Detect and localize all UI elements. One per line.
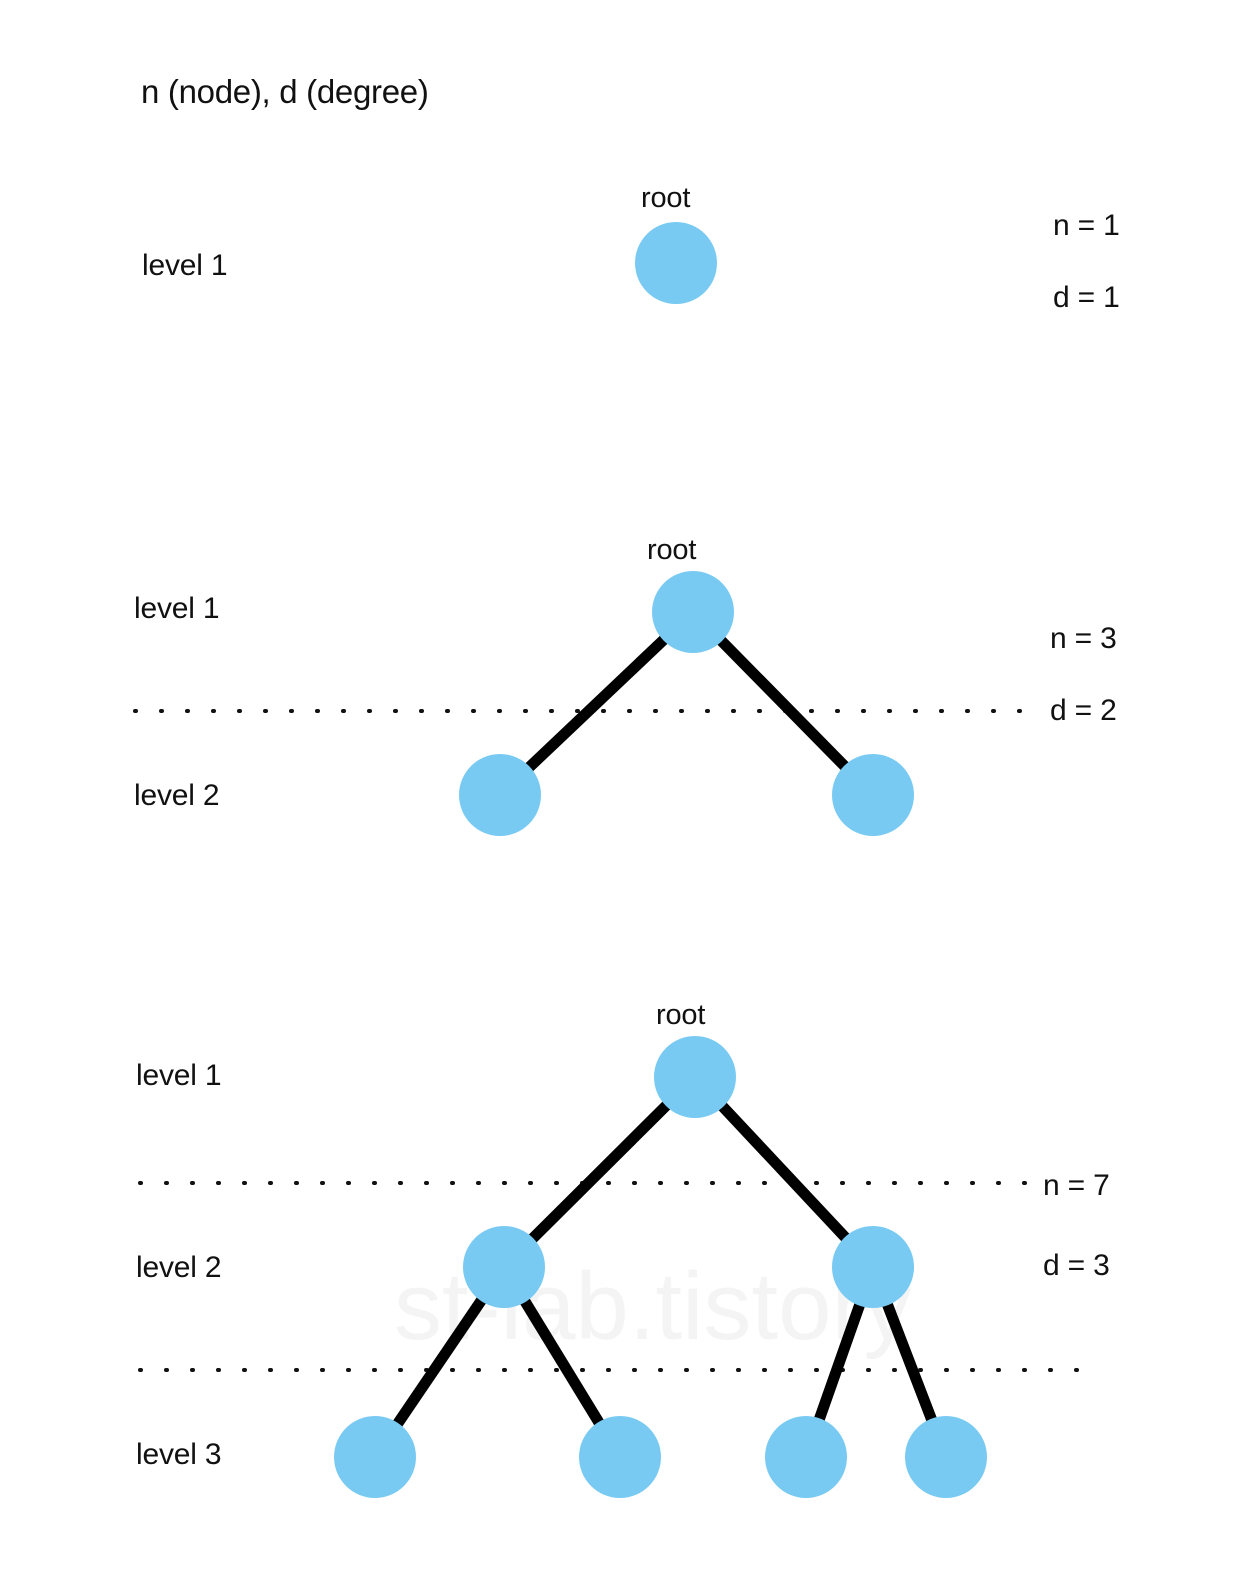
tree-2-edge-root-right <box>689 608 877 799</box>
tree-1-group <box>635 222 717 304</box>
tree-3-leaf-4 <box>905 1416 987 1498</box>
tree-2-node-count: n = 3 <box>1050 622 1117 655</box>
tree-3-node-left <box>463 1226 545 1308</box>
tree-2-node-right <box>832 754 914 836</box>
tree-3-root-label: root <box>656 999 706 1031</box>
tree-3-node-count: n = 7 <box>1043 1169 1110 1202</box>
page-title: n (node), d (degree) <box>141 73 429 110</box>
tree-3-edge-root-right <box>690 1073 878 1271</box>
tree-1-level-1-label: level 1 <box>142 249 228 282</box>
tree-2-level-1-label: level 1 <box>134 592 220 625</box>
tree-2-node-root <box>652 571 734 653</box>
tree-2-level-2-label: level 2 <box>134 779 220 812</box>
tree-3-leaf-2 <box>579 1416 661 1498</box>
tree-3-level-1-label: level 1 <box>136 1059 222 1092</box>
tree-1-node-root <box>635 222 717 304</box>
tree-3-group <box>138 1036 1095 1498</box>
tree-3-node-right <box>832 1226 914 1308</box>
tree-2-degree: d = 2 <box>1050 694 1117 727</box>
tree-3-edge-root-left <box>500 1073 699 1271</box>
tree-2-root-label: root <box>647 534 697 566</box>
tree-1-node-count: n = 1 <box>1053 209 1120 242</box>
tree-3-leaf-1 <box>334 1416 416 1498</box>
tree-2-group <box>133 571 1047 836</box>
tree-1-degree: d = 1 <box>1053 281 1120 314</box>
tree-3-level-2-label: level 2 <box>136 1251 222 1284</box>
tree-2-node-left <box>459 754 541 836</box>
tree-3-node-root <box>654 1036 736 1118</box>
tree-3-degree: d = 3 <box>1043 1249 1110 1282</box>
tree-3-leaf-3 <box>765 1416 847 1498</box>
tree-2-edge-root-left <box>496 608 697 799</box>
tree-1-root-label: root <box>641 182 691 214</box>
tree-3-level-3-label: level 3 <box>136 1438 222 1471</box>
